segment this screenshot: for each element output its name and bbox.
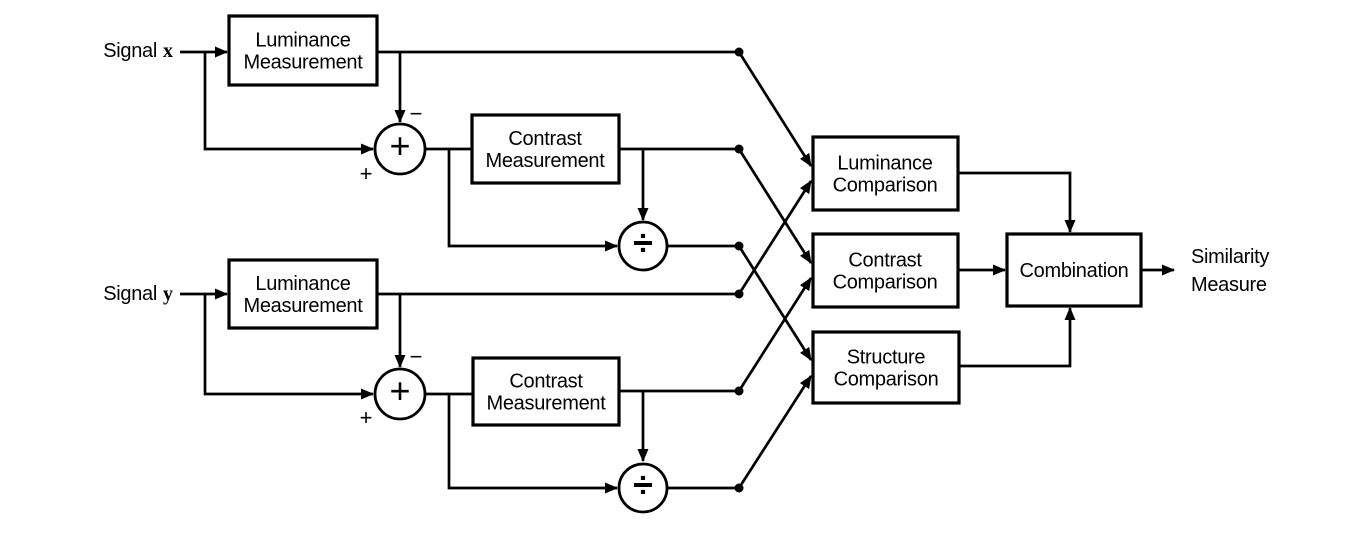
divider-y-to-structure-comparison — [737, 375, 813, 489]
blocks — [227, 14, 1143, 514]
similarity-measure-label-line2: Measure — [1191, 274, 1267, 296]
structure-comparison-label-line2: Comparison — [834, 369, 939, 391]
adder-y-minus-port-label: − — [410, 344, 423, 369]
luminance-measurement-x-label-line2: Measurement — [244, 52, 364, 74]
luminance-measurement-x-block — [227, 14, 379, 87]
adder-y-branch-to-divider — [447, 394, 618, 494]
divider-x-symbol: ÷ — [633, 222, 653, 263]
adder-x-plus-port-label: + — [360, 161, 373, 186]
signal-x-label: Signal — [103, 40, 157, 62]
junction-dot — [734, 289, 744, 299]
contrast-measurement-x-block — [470, 113, 621, 185]
signal-y-branch-to-adder — [203, 294, 374, 400]
adder-y-plus-port-label: + — [360, 405, 373, 430]
combination-block — [1005, 232, 1143, 308]
combination-label: Combination — [1020, 260, 1129, 282]
junction-dot — [734, 386, 744, 396]
contrast-measurement-x-label-line1: Contrast — [508, 128, 582, 150]
luminance-measurement-y-label-line1: Luminance — [255, 273, 350, 295]
divider-x-to-structure-comparison — [737, 245, 813, 361]
luminance-comparison-to-combination — [958, 171, 1076, 233]
luminance-comparison-block — [811, 135, 960, 212]
adder-x-symbol: + — [389, 125, 410, 166]
luminance-measurement-y-block — [227, 258, 379, 330]
structure-comparison-label-line1: Structure — [847, 347, 926, 369]
luminance-comparison-label-line1: Luminance — [837, 153, 932, 175]
connectors — [180, 46, 1175, 494]
junction-dot — [734, 47, 744, 57]
signal-y-label: Signal — [103, 283, 157, 305]
divider-y-node — [617, 462, 669, 514]
divider-y-symbol: ÷ — [633, 464, 653, 505]
structure-comparison-block — [811, 330, 961, 405]
structure-comparison-to-combination — [959, 307, 1076, 368]
junction-dot — [734, 241, 744, 251]
junction-dot — [734, 144, 744, 154]
contrast-measurement-x-label-line2: Measurement — [486, 150, 606, 172]
signal-y-symbol: y — [163, 283, 173, 305]
adder-x-branch-to-divider — [447, 149, 618, 252]
contrast-comparison-label-line2: Comparison — [833, 272, 938, 294]
contrast-measurement-y-label-line1: Contrast — [509, 371, 583, 393]
contrast-x-to-contrast-comparison — [737, 148, 813, 264]
adder-x-node — [373, 122, 427, 176]
adder-y-symbol: + — [389, 370, 410, 411]
signal-x-symbol: x — [163, 40, 173, 62]
signal-x-branch-to-adder — [203, 52, 374, 155]
contrast-measurement-y-block — [471, 356, 621, 427]
junction-dot — [734, 483, 744, 493]
luminance-comparison-label-line2: Comparison — [833, 175, 938, 197]
adder-y-node — [373, 367, 427, 421]
adder-x-minus-port-label: − — [410, 101, 423, 126]
contrast-comparison-block — [811, 232, 960, 309]
similarity-measure-label-line1: Similarity — [1191, 246, 1269, 268]
luminance-measurement-y-label-line2: Measurement — [244, 295, 364, 317]
junction-dots — [734, 47, 744, 493]
luminance-y-to-luminance-comparison — [737, 180, 813, 295]
divider-x-node — [617, 220, 669, 272]
contrast-y-to-contrast-comparison — [737, 277, 813, 392]
luminance-measurement-x-label-line1: Luminance — [255, 30, 350, 52]
contrast-measurement-y-label-line2: Measurement — [487, 393, 607, 415]
luminance-x-to-luminance-comparison — [737, 51, 813, 167]
labels: Signal x Signal y Luminance Measurement … — [103, 30, 1270, 506]
contrast-comparison-label-line1: Contrast — [848, 250, 922, 272]
